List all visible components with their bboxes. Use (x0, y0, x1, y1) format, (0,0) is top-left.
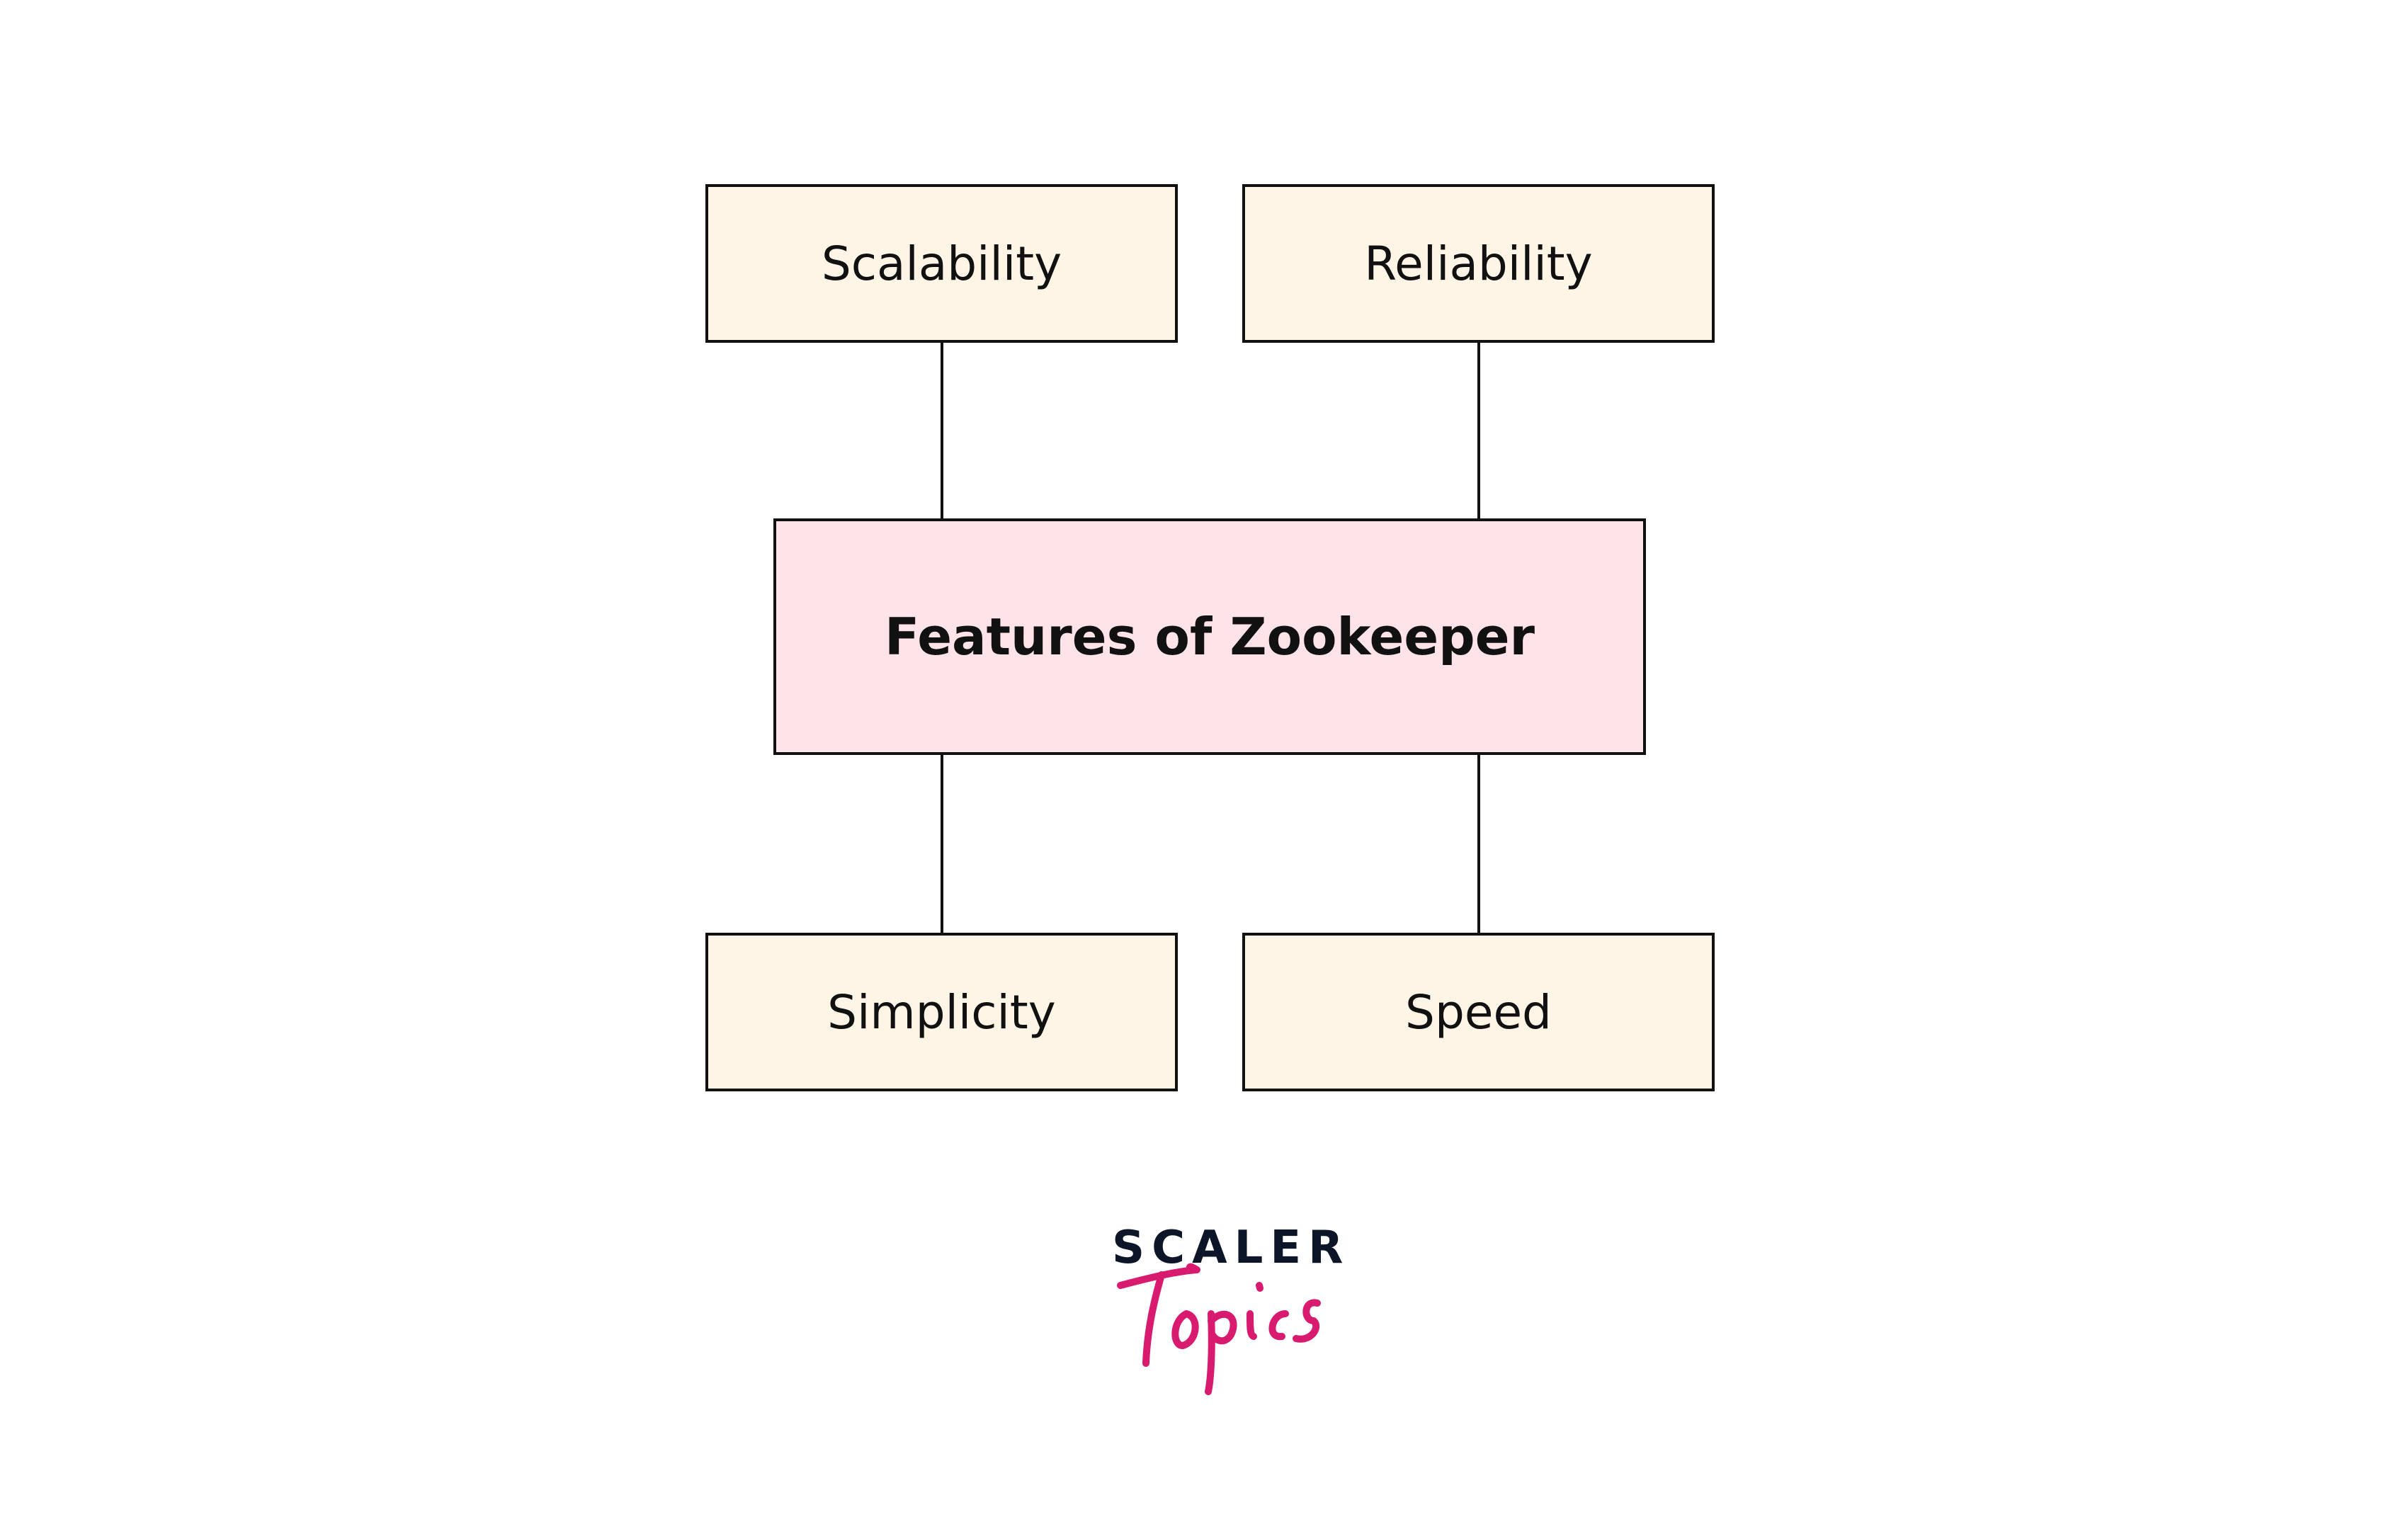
feature-label: Scalability (821, 236, 1062, 291)
scaler-topics-logo: SCALER (1105, 1215, 1343, 1399)
center-label: Features of Zookeeper (884, 607, 1535, 666)
connector-speed (1477, 754, 1480, 934)
feature-label: Simplicity (827, 984, 1056, 1040)
logo-scaler-text: SCALER (1112, 1222, 1351, 1274)
connector-simplicity (941, 754, 943, 934)
feature-reliability: Reliability (1242, 184, 1715, 343)
feature-label: Speed (1405, 984, 1552, 1040)
feature-simplicity: Simplicity (705, 933, 1178, 1091)
feature-label: Reliability (1364, 236, 1593, 291)
connector-reliability (1477, 343, 1480, 520)
logo-topics-script (1117, 1263, 1321, 1395)
feature-speed: Speed (1242, 933, 1715, 1091)
feature-scalability: Scalability (705, 184, 1178, 343)
connector-scalability (941, 343, 943, 520)
center-node: Features of Zookeeper (773, 518, 1646, 755)
